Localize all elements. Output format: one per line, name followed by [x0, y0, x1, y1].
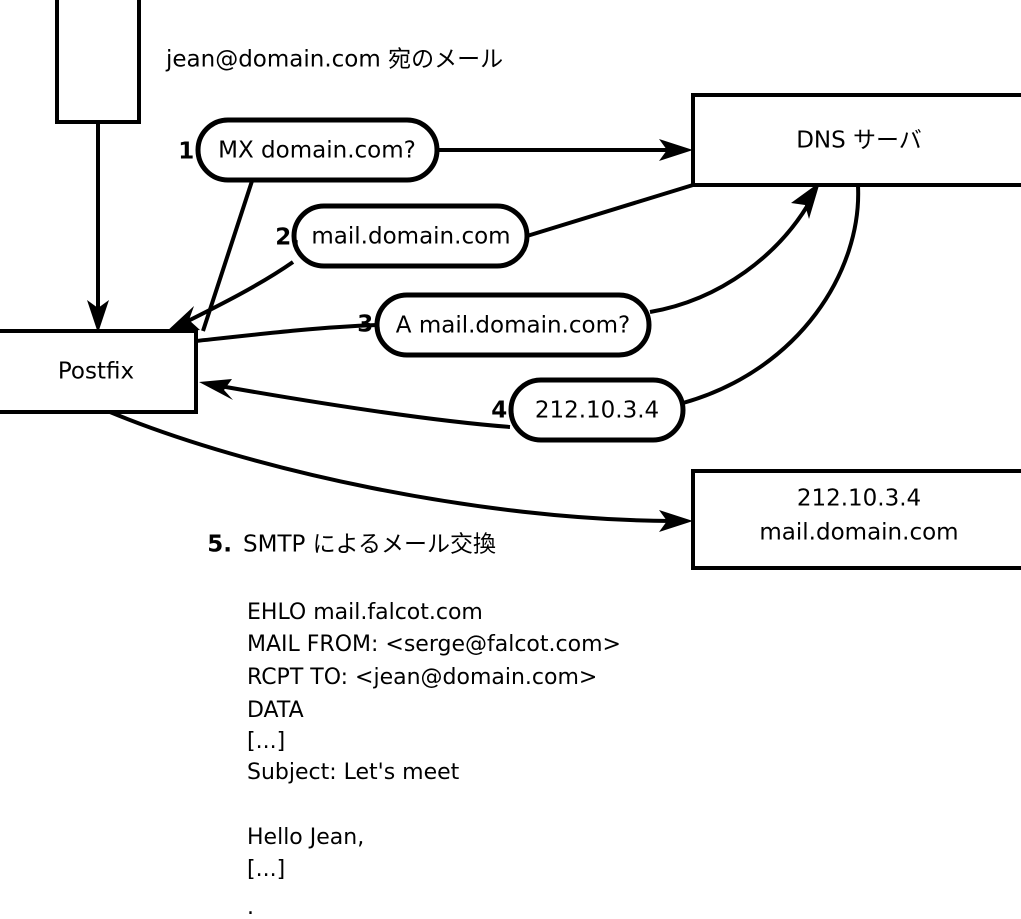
bubble-step-1[interactable]: MX domain.com? [195, 117, 440, 183]
edge-ip-bubble-to-postfix [199, 379, 511, 429]
bubble-step-2[interactable]: mail.domain.com [291, 203, 530, 269]
smtp-line-6: Subject: Let's meet [247, 760, 460, 785]
smtp-line-9: [...] [247, 857, 285, 882]
node-postfix-box[interactable]: Postfix [0, 329, 198, 414]
step-4-number: 4. [491, 398, 516, 424]
edge-postfix-to-a-query-bubble [195, 323, 378, 343]
step-3-number: 3. [357, 312, 382, 338]
smtp-transcript: EHLO mail.falcot.com MAIL FROM: <serge@f… [247, 600, 621, 919]
postfix-label: Postfix [58, 359, 134, 385]
bubble-step-1-label: MX domain.com? [218, 138, 416, 164]
step-5-number: 5. [207, 532, 232, 558]
mail-server-ip-label: 212.10.3.4 [797, 486, 921, 512]
edge-postfix-to-mailserver [109, 410, 693, 532]
smtp-line-5: [...] [247, 729, 285, 754]
mail-server-host-label: mail.domain.com [759, 520, 958, 546]
node-mail-server-box[interactable]: 212.10.3.4 mail.domain.com [691, 469, 1021, 570]
edge-dns-to-ip-bubble [682, 185, 861, 405]
bubble-step-3[interactable]: A mail.domain.com? [374, 292, 652, 358]
smtp-line-3: RCPT TO: <jean@domain.com> [247, 665, 597, 690]
mail-destination-note: jean@domain.com 宛のメール [165, 47, 503, 73]
dns-server-label: DNS サーバ [796, 128, 922, 154]
smtp-line-1: EHLO mail.falcot.com [247, 600, 483, 625]
edge-a-query-to-dns [649, 182, 820, 314]
step-5-label: SMTP によるメール交換 [243, 532, 496, 558]
edge-dns-to-reply-bubble [526, 183, 694, 238]
smtp-line-4: DATA [247, 698, 304, 723]
edge-mx-to-dns [437, 139, 693, 161]
bubble-step-2-label: mail.domain.com [311, 224, 510, 250]
bubble-step-4-label: 212.10.3.4 [535, 398, 659, 424]
step-2-number: 2. [275, 225, 300, 251]
edge-postfix-to-mx-bubble [201, 180, 254, 332]
smtp-line-2: MAIL FROM: <serge@falcot.com> [247, 632, 621, 657]
bubble-step-4[interactable]: 212.10.3.4 [508, 377, 686, 443]
bubble-step-3-label: A mail.domain.com? [396, 313, 630, 339]
smtp-line-8: Hello Jean, [247, 825, 364, 850]
step-1-number: 1. [178, 139, 203, 165]
edge-client-to-postfix [87, 122, 109, 333]
smtp-line-10: . [247, 895, 254, 919]
node-client-box[interactable] [55, 0, 141, 124]
edge-reply-bubble-to-postfix [165, 260, 295, 333]
node-dns-server-box[interactable]: DNS サーバ [691, 93, 1021, 187]
